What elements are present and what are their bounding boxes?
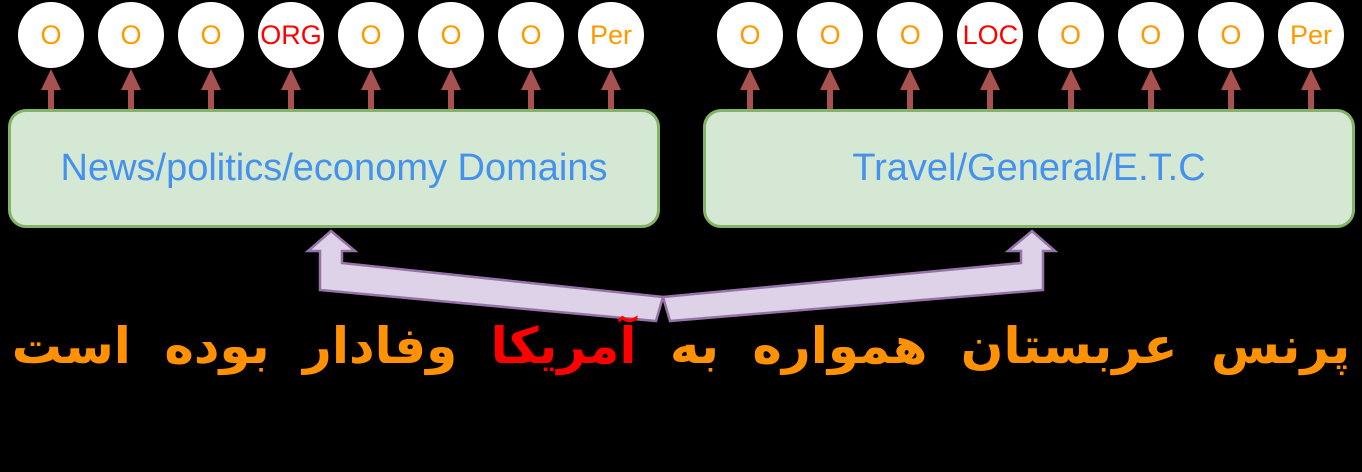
up-arrow-icon — [1060, 69, 1082, 113]
up-arrow-icon — [739, 69, 761, 113]
tag-label: O — [1140, 19, 1162, 50]
sentence-after-entity: وفادار بوده است — [11, 317, 458, 375]
tag-circle: O — [98, 2, 164, 68]
tag-label: O — [899, 19, 921, 50]
domain-box-news-label: News/politics/economy Domains — [60, 147, 608, 189]
up-arrow-icon — [120, 69, 142, 113]
tag-row-right: O O O LOC O O O Per — [717, 2, 1344, 114]
tag-circle: O — [1117, 2, 1184, 68]
up-arrow-icon — [440, 69, 462, 113]
tag-circle: O — [717, 2, 783, 68]
tag-label: O — [1220, 19, 1242, 50]
sentence-before-entity: پرنس عربستان همواره به — [669, 317, 1351, 375]
tag-circle: O — [797, 2, 864, 68]
up-arrow-icon — [899, 69, 921, 113]
tag-label: O — [120, 19, 142, 50]
domain-box-travel: Travel/General/E.T.C — [703, 109, 1355, 228]
up-arrow-icon — [40, 69, 62, 113]
tag-circle: O — [877, 2, 944, 68]
tag-row-left: O O O ORG O O O Per — [18, 2, 644, 114]
tag-label: O — [520, 19, 542, 50]
token-cell: LOC — [957, 2, 1024, 114]
domain-box-news: News/politics/economy Domains — [8, 109, 660, 228]
tag-label: O — [1060, 19, 1082, 50]
token-cell: O — [338, 2, 404, 114]
tag-label: Per — [589, 19, 633, 50]
tag-circle: O — [178, 2, 244, 68]
domain-box-travel-label: Travel/General/E.T.C — [852, 147, 1206, 189]
token-cell: ORG — [258, 2, 324, 114]
up-arrow-icon — [819, 69, 841, 113]
up-arrow-icon — [1300, 69, 1322, 113]
token-cell: O — [797, 2, 864, 114]
up-arrow-icon — [200, 69, 222, 113]
tag-circle-entity: LOC — [957, 2, 1024, 68]
token-cell: O — [717, 2, 783, 114]
token-cell: O — [18, 2, 84, 114]
persian-sentence: پرنس عربستان همواره به آمریکا وفادار بود… — [0, 300, 1362, 392]
sentence-entity-word: آمریکا — [490, 317, 637, 375]
tag-label: O — [40, 19, 62, 50]
token-cell: Per — [578, 2, 644, 114]
tag-label: O — [360, 19, 382, 50]
tag-circle: O — [498, 2, 564, 68]
up-arrow-icon — [600, 69, 622, 113]
tag-label: LOC — [962, 19, 1019, 50]
tag-circle-entity: ORG — [258, 2, 324, 68]
token-cell: Per — [1277, 2, 1344, 114]
token-cell: O — [178, 2, 244, 114]
token-cell: O — [498, 2, 564, 114]
tag-circle: O — [418, 2, 484, 68]
tag-label: ORG — [260, 19, 322, 50]
tag-circle: Per — [1277, 2, 1344, 68]
up-arrow-icon — [280, 69, 302, 113]
up-arrow-icon — [360, 69, 382, 113]
token-cell: O — [1197, 2, 1264, 114]
up-arrow-icon — [520, 69, 542, 113]
tag-circle: Per — [578, 2, 644, 68]
tag-circle: O — [338, 2, 404, 68]
tag-label: O — [440, 19, 462, 50]
token-cell: O — [1037, 2, 1104, 114]
token-cell: O — [98, 2, 164, 114]
tag-label: Per — [1289, 19, 1332, 50]
up-arrow-icon — [979, 69, 1001, 113]
token-cell: O — [418, 2, 484, 114]
tag-circle: O — [1197, 2, 1264, 68]
up-arrow-icon — [1140, 69, 1162, 113]
tag-circle: O — [1037, 2, 1104, 68]
tag-label: O — [739, 19, 761, 50]
tag-label: O — [819, 19, 841, 50]
tag-circle: O — [18, 2, 84, 68]
token-cell: O — [1117, 2, 1184, 114]
token-cell: O — [877, 2, 944, 114]
up-arrow-icon — [1220, 69, 1242, 113]
tag-label: O — [200, 19, 222, 50]
